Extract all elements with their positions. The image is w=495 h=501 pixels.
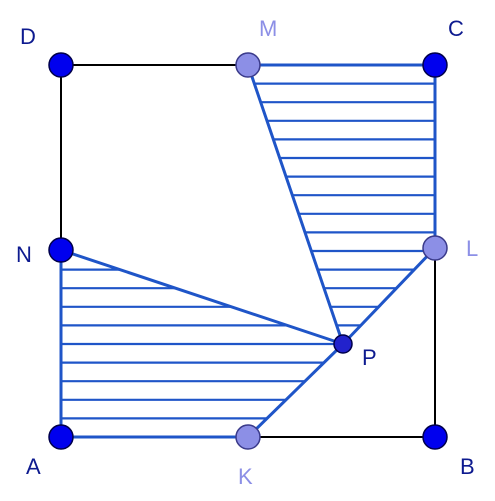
- label-k: K: [238, 464, 253, 489]
- label-m: M: [259, 16, 277, 41]
- region-mc-lp-hatching: [248, 65, 435, 344]
- label-a: A: [26, 454, 41, 479]
- label-p: P: [362, 345, 377, 370]
- point-k: [235, 424, 261, 450]
- point-c: [422, 52, 448, 78]
- point-m: [235, 52, 261, 78]
- region-mc-lp-outline: [246, 63, 437, 346]
- point-d: [48, 52, 74, 78]
- region-ank-pn-hatching: [61, 250, 343, 437]
- label-d: D: [20, 24, 36, 49]
- label-l: L: [466, 236, 478, 261]
- point-p: [333, 334, 353, 354]
- point-l: [422, 235, 448, 261]
- point-n: [48, 237, 74, 263]
- label-c: C: [448, 16, 464, 41]
- point-a: [48, 424, 74, 450]
- label-b: B: [460, 454, 475, 479]
- point-b: [422, 424, 448, 450]
- label-n: N: [16, 242, 32, 267]
